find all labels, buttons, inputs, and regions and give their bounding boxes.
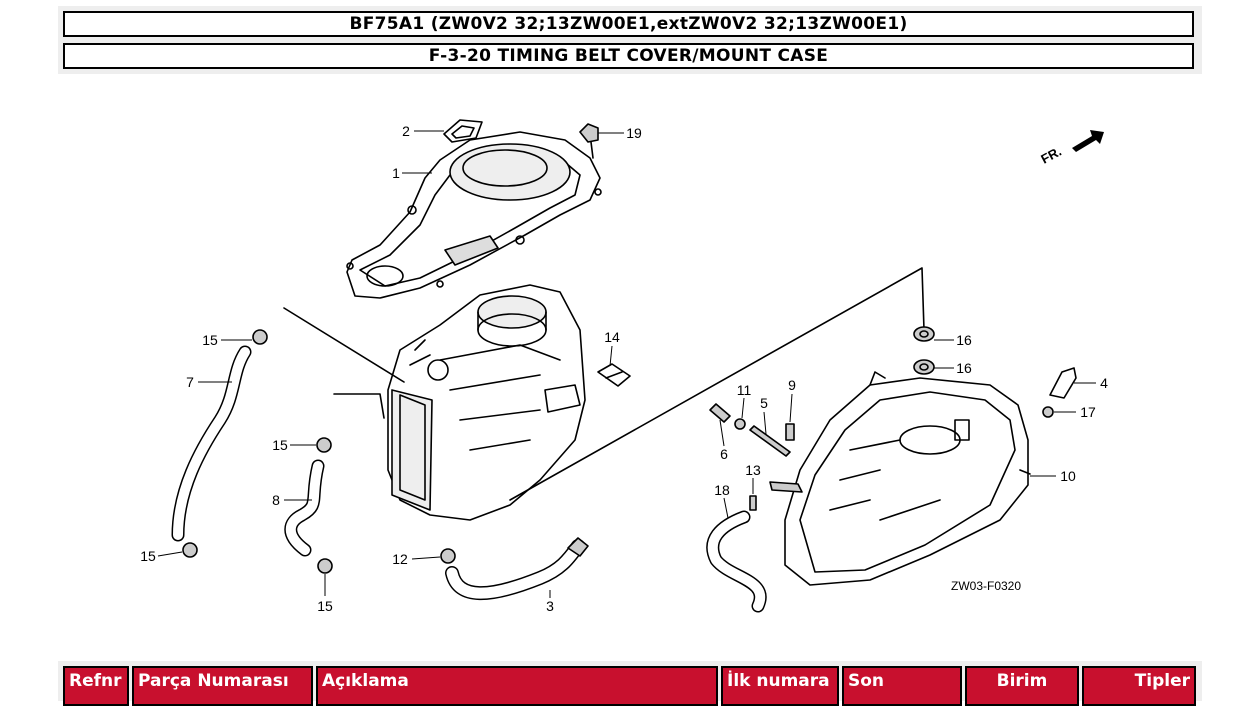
clip-14-part (597, 363, 631, 387)
callout-8: 8 (272, 492, 280, 508)
callout-5: 5 (760, 395, 768, 411)
oil-case-part (784, 371, 1031, 586)
washer-11-part (734, 418, 746, 430)
callout-18: 18 (714, 482, 730, 498)
model-title: BF75A1 (ZW0V2 32;13ZW00E1,extZW0V2 32;13… (63, 11, 1194, 37)
column-header-part-number[interactable]: Parça Numarası (132, 666, 313, 706)
callout-19: 19 (626, 125, 642, 141)
parts-table-header: Refnr Parça Numarası Açıklama İlk numara… (58, 661, 1202, 706)
callout-1: 1 (392, 165, 400, 181)
callout-12: 12 (392, 551, 408, 567)
column-header-first-number[interactable]: İlk numara (721, 666, 839, 706)
parts-diagram: FR. 2 1 19 15 7 15 8 15 15 (140, 119, 1108, 614)
clamp-15-part (252, 329, 268, 345)
section-title: F-3-20 TIMING BELT COVER/MOUNT CASE (63, 43, 1194, 69)
column-header-last[interactable]: Son (842, 666, 962, 706)
callout-15b: 15 (272, 437, 288, 453)
callout-17: 17 (1080, 404, 1096, 420)
callout-3: 3 (546, 598, 554, 614)
callout-7: 7 (186, 374, 194, 390)
callout-16a: 16 (956, 332, 972, 348)
figure-code: ZW03-F0320 (951, 579, 1021, 593)
grommet-part (443, 119, 483, 143)
washer-17-part (1042, 406, 1054, 418)
callout-14: 14 (604, 329, 620, 345)
callout-2: 2 (402, 123, 410, 139)
pin-13-part (749, 495, 757, 511)
callout-9: 9 (788, 377, 796, 393)
seal-16-part (913, 326, 935, 342)
bolt-19-part (579, 123, 599, 159)
column-header-refnr[interactable]: Refnr (63, 666, 129, 706)
callout-11: 11 (737, 382, 752, 398)
mount-case-part (387, 284, 586, 521)
direction-label: FR. (1038, 144, 1064, 167)
bolt-6-part (709, 403, 731, 423)
column-header-types[interactable]: Tipler (1082, 666, 1196, 706)
fitting-4-part (1049, 367, 1077, 399)
column-header-description[interactable]: Açıklama (316, 666, 718, 706)
callout-15c: 15 (140, 548, 156, 564)
header-panel: BF75A1 (ZW0V2 32;13ZW00E1,extZW0V2 32;13… (58, 6, 1202, 74)
callout-6: 6 (720, 446, 728, 462)
timing-belt-cover-part (346, 131, 602, 299)
callout-4: 4 (1100, 375, 1108, 391)
shaft-5-part (749, 425, 791, 457)
callout-15d: 15 (317, 598, 333, 614)
front-direction-arrow-icon: FR. (1038, 130, 1104, 167)
clamp-12-part (440, 548, 456, 564)
callout-10: 10 (1060, 468, 1076, 484)
pin-9-part (785, 423, 795, 441)
callout-15a: 15 (202, 332, 218, 348)
column-header-unit[interactable]: Birim (965, 666, 1079, 706)
callout-13: 13 (745, 462, 761, 478)
callout-16b: 16 (956, 360, 972, 376)
